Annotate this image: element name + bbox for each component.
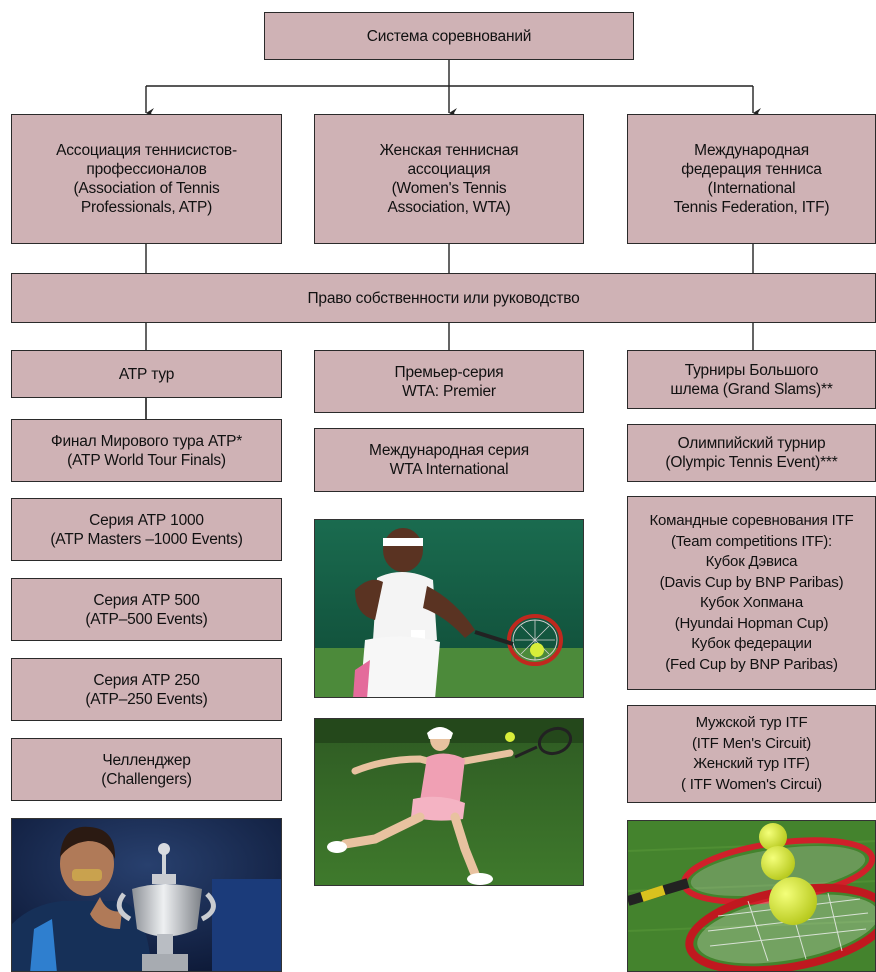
- wta-premier-box: Премьер-серия WTA: Premier: [314, 350, 584, 413]
- atp-500-box: Серия АТР 500 (ATP–500 Events): [11, 578, 282, 641]
- box-line: Челленджер: [102, 751, 191, 769]
- grand-slams-box: Турниры Большого шлема (Grand Slams)**: [627, 350, 876, 409]
- box-line: WTA International: [389, 461, 509, 478]
- itf-circuit-box: Мужской тур ITF (ITF Men's Circuit) Женс…: [627, 705, 876, 803]
- box-line: Право собственности или руководство: [307, 289, 580, 307]
- box-line: Олимпийский турнир: [677, 435, 826, 452]
- box-line: Серия АТР 500: [93, 591, 200, 609]
- box-line: WTA: Premier: [402, 382, 496, 400]
- team-competitions-box: Командные соревнования ITF (Team competi…: [627, 496, 876, 690]
- box-line: АТР тур: [118, 365, 175, 383]
- olympic-box: Олимпийский турнир (Olympic Tennis Event…: [627, 424, 876, 482]
- box-line: Ассоциация теннисистов-: [56, 142, 237, 159]
- photo-player-forehand: [314, 519, 584, 698]
- box-line: Международная серия: [369, 442, 529, 459]
- box-line: (Olympic Tennis Event)***: [665, 454, 838, 471]
- box-line: шлема (Grand Slams)**: [670, 380, 833, 398]
- box-line: Командные соревнования ITF: [649, 512, 854, 529]
- photo-player-lunge: [314, 718, 584, 886]
- box-line: (Fed Cup by BNP Paribas): [665, 655, 838, 673]
- box-line: Кубок федерации: [691, 635, 812, 652]
- photo-player-trophy: [11, 818, 282, 972]
- box-line: Финал Мирового тура АТР*: [50, 432, 243, 450]
- wta-international-box: Международная серия WTA International: [314, 428, 584, 492]
- wta-org-box: Женская теннисная ассоциация (Women's Te…: [314, 114, 584, 244]
- box-line: (ATP Masters –1000 Events): [50, 530, 243, 548]
- box-line: (International: [707, 180, 796, 197]
- box-line: Премьер-серия: [394, 363, 504, 381]
- box-line: (ATP–250 Events): [85, 690, 208, 708]
- box-line: ассоциация: [407, 161, 491, 178]
- box-line: (Hyundai Hopman Cup): [674, 614, 829, 632]
- box-line: ( ITF Women's Circui): [681, 775, 822, 793]
- box-line: Мужской тур ITF: [695, 714, 808, 731]
- box-line: Серия АТР 250: [93, 671, 200, 689]
- box-line: (Women's Tennis: [391, 180, 507, 197]
- atp-org-box: Ассоциация теннисистов- профессионалов (…: [11, 114, 282, 244]
- photo-rackets-balls: [627, 820, 876, 972]
- competition-system-box: Система соревнований: [264, 12, 634, 60]
- box-line: профессионалов: [86, 161, 207, 178]
- box-line: Турниры Большого: [684, 361, 819, 379]
- box-line: (Davis Cup by BNP Paribas): [659, 573, 844, 591]
- box-line: Association, WTA): [387, 199, 511, 216]
- challengers-box: Челленджер (Challengers): [11, 738, 282, 801]
- box-line: Серия АТР 1000: [89, 511, 204, 529]
- box-line: федерация тенниса: [681, 161, 822, 178]
- atp-1000-box: Серия АТР 1000 (ATP Masters –1000 Events…: [11, 498, 282, 561]
- box-line: Tennis Federation, ITF): [673, 199, 830, 216]
- itf-org-box: Международная федерация тенниса (Interna…: [627, 114, 876, 244]
- box-line: Кубок Дэвиса: [705, 553, 798, 570]
- box-line: (ATP–500 Events): [85, 610, 208, 628]
- box-line: Кубок Хопмана: [699, 594, 804, 611]
- box-line: (ITF Men's Circuit): [691, 734, 812, 752]
- box-line: Система соревнований: [366, 27, 532, 45]
- box-line: Международная: [694, 142, 809, 159]
- box-line: Professionals, ATP): [80, 199, 213, 216]
- atp-250-box: Серия АТР 250 (ATP–250 Events): [11, 658, 282, 721]
- box-line: (Team competitions ITF):: [670, 532, 833, 550]
- box-line: (Association of Tennis: [73, 180, 220, 197]
- box-line: Женская теннисная: [379, 142, 519, 159]
- box-line: Женский тур ITF): [693, 755, 810, 772]
- atp-tour-box: АТР тур: [11, 350, 282, 398]
- atp-finals-box: Финал Мирового тура АТР* (ATP World Tour…: [11, 419, 282, 482]
- box-line: (Challengers): [101, 770, 192, 788]
- ownership-bar: Право собственности или руководство: [11, 273, 876, 323]
- box-line: (ATP World Tour Finals): [67, 451, 226, 469]
